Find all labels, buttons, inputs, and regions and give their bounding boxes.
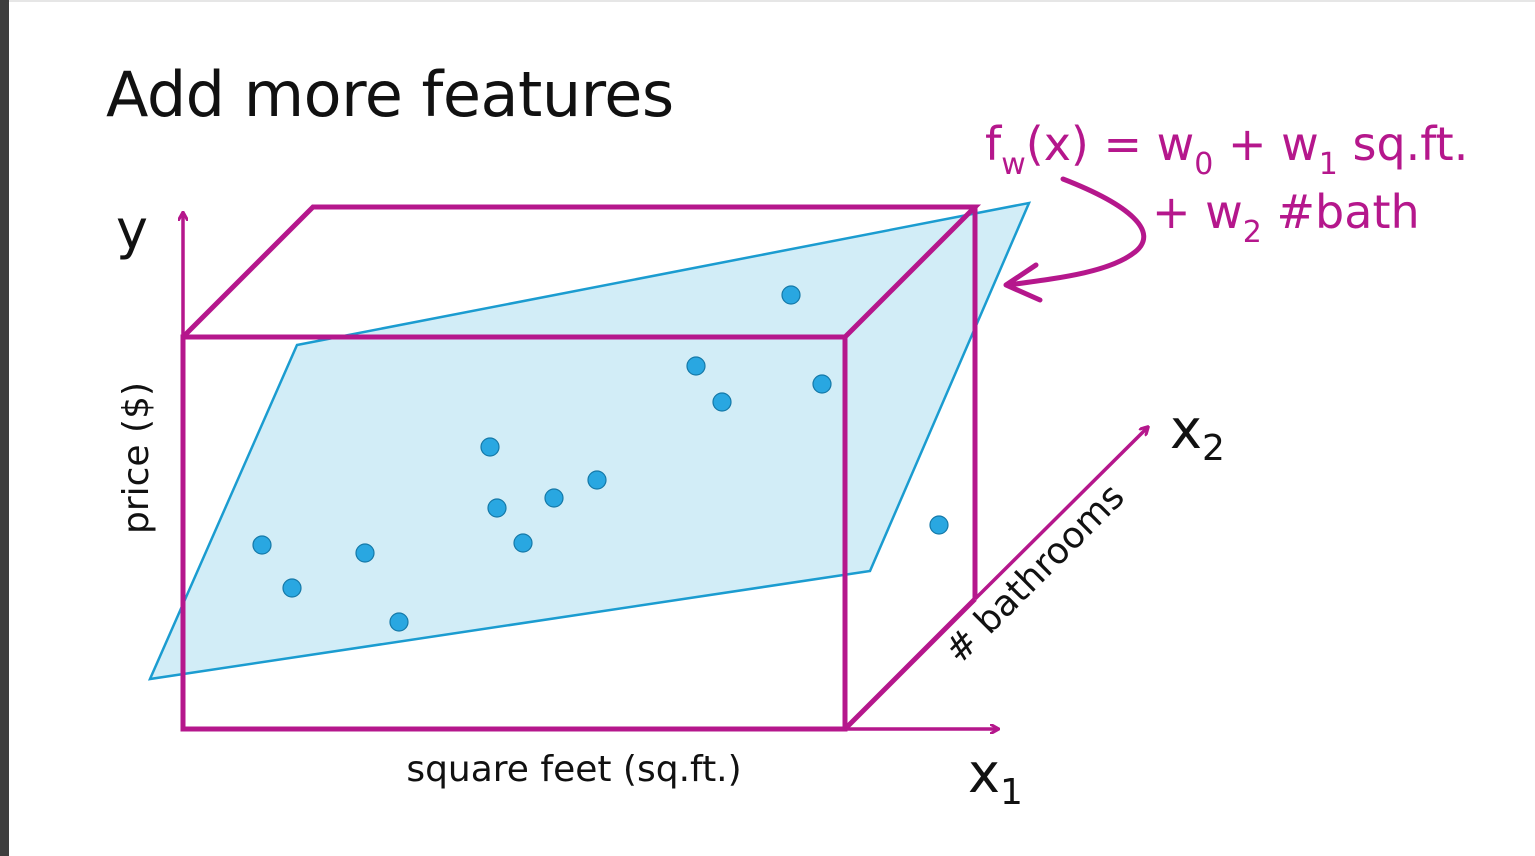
data-point — [389, 612, 409, 632]
x1-axis-label: square feet (sq.ft.) — [406, 749, 741, 790]
slide-title: Add more features — [106, 58, 674, 131]
data-point — [712, 392, 732, 412]
data-point — [544, 488, 564, 508]
slide-top-border — [9, 0, 1535, 2]
box-top-face — [181, 204, 982, 339]
axes — [183, 214, 1147, 729]
x2-axis — [973, 428, 1147, 601]
data-point — [587, 470, 607, 490]
x2-axis-symbol: x2 — [1170, 398, 1225, 469]
x1-axis-symbol: x1 — [968, 742, 1023, 813]
x2-axis-label: # bathrooms — [937, 476, 1132, 671]
data-point — [929, 515, 949, 535]
data-point — [480, 437, 500, 457]
box-front-face — [180, 334, 848, 732]
data-point — [487, 498, 507, 518]
data-point — [252, 535, 272, 555]
data-point — [513, 533, 533, 553]
y-axis-label: price ($) — [116, 382, 157, 534]
equation-line-2: + w2 #bath — [1152, 185, 1420, 250]
equation-line-1: fw(x) = w0 + w1 sq.ft. — [985, 117, 1468, 182]
data-point — [781, 285, 801, 305]
regression-plane — [147, 201, 1032, 681]
feature-box — [180, 204, 982, 732]
arrow-head-icon — [1003, 262, 1043, 303]
box-bottom-right-edge — [843, 597, 977, 731]
y-axis-symbol: y — [116, 198, 148, 261]
data-points — [252, 285, 949, 632]
window-left-edge — [0, 0, 9, 856]
data-point — [812, 374, 832, 394]
data-point — [686, 356, 706, 376]
arrow-icon — [1005, 176, 1147, 288]
data-point — [282, 578, 302, 598]
data-point — [355, 543, 375, 563]
